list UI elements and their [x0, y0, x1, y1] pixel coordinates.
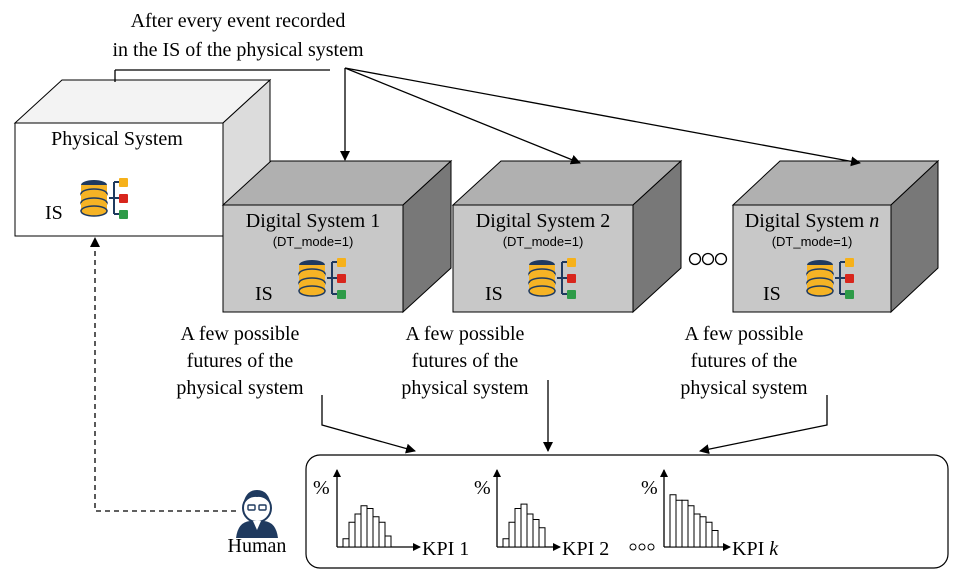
physical-is-label: IS [45, 202, 63, 224]
svg-text:A few possible: A few possible [406, 323, 525, 345]
digital-system-2-is-label: IS [485, 283, 503, 305]
kpi-k-label: KPI k [732, 538, 779, 560]
physical-system-title: Physical System [51, 128, 183, 150]
digital-system-1-is-label: IS [255, 283, 273, 305]
digital-system-1-title: Digital System 1 [246, 210, 380, 232]
svg-text:physical system: physical system [401, 377, 529, 399]
histogram-bar [378, 521, 386, 548]
digital-system-1-database-icon [298, 257, 347, 300]
digital-system-n-mode: (DT_mode=1) [772, 234, 853, 249]
arrow-dsn-to-kpi [699, 395, 828, 455]
kpi-histogram-2: % KPI 2 [474, 469, 609, 560]
histogram-bar [669, 494, 677, 548]
histogram-bar [342, 538, 350, 548]
arrow-to-dsn [344, 67, 861, 167]
kpi-container [305, 454, 949, 569]
svg-text:A few possible: A few possible [685, 323, 804, 345]
histogram-bar [360, 505, 368, 548]
digital-system-2-title: Digital System 2 [476, 210, 610, 232]
kpi-1-bars [342, 505, 392, 548]
histogram-bar [372, 516, 380, 548]
histogram-bar [687, 505, 695, 548]
futures-text-1: A few possible futures of the physical s… [176, 323, 304, 399]
histogram-bar [699, 516, 707, 548]
histogram-bar [514, 508, 522, 548]
histogram-bar [532, 519, 540, 548]
digital-system-2-database-icon [528, 257, 577, 300]
histogram-bar [693, 513, 701, 548]
histogram-bar [520, 503, 528, 548]
kpi-k-ylabel: % [641, 477, 658, 499]
ellipsis-dots [688, 252, 728, 266]
physical-is-database-icon [80, 177, 129, 220]
digital-system-n-database-icon [806, 257, 855, 300]
kpi-2-label: KPI 2 [562, 538, 609, 560]
histogram-bar [675, 499, 683, 548]
histogram-bar [366, 508, 374, 548]
human-label: Human [228, 535, 287, 557]
event-arrows [114, 67, 861, 167]
svg-text:physical system: physical system [680, 377, 808, 399]
futures-arrows [321, 380, 828, 455]
histogram-bar [502, 538, 510, 548]
futures-text-n: A few possible futures of the physical s… [680, 323, 808, 399]
kpi-ellipsis-dots [629, 543, 655, 551]
human-icon [236, 490, 278, 538]
digital-system-n-is-label: IS [763, 283, 781, 305]
human-feedback-arrow [90, 237, 236, 512]
histogram-bar [354, 513, 362, 548]
digital-system-1-mode: (DT_mode=1) [273, 234, 354, 249]
caption-line-1: After every event recorded [131, 10, 346, 32]
digital-system-n-box: Digital System n (DT_mode=1) IS [731, 159, 940, 314]
histogram-bar [508, 521, 516, 548]
digital-system-n-title: Digital System n [745, 210, 879, 232]
kpi-histogram-1: % KPI 1 [313, 469, 469, 560]
arrow-to-ds2 [344, 67, 581, 165]
svg-text:physical system: physical system [176, 377, 304, 399]
kpi-k-bars [669, 494, 719, 548]
digital-system-1-box: Digital System 1 (DT_mode=1) IS [221, 159, 453, 314]
svg-text:futures of the: futures of the [691, 350, 798, 372]
digital-system-2-mode: (DT_mode=1) [503, 234, 584, 249]
histogram-bar [384, 535, 392, 548]
histogram-bar [705, 521, 713, 548]
svg-text:A few possible: A few possible [181, 323, 300, 345]
physical-system-box: Physical System IS [13, 78, 272, 238]
histogram-bar [526, 513, 534, 548]
svg-text:futures of the: futures of the [412, 350, 519, 372]
histogram-bar [538, 527, 546, 548]
digital-system-2-box: Digital System 2 (DT_mode=1) IS [451, 159, 683, 314]
kpi-1-label: KPI 1 [422, 538, 469, 560]
kpi-histogram-k: % KPI k [641, 469, 779, 560]
svg-text:futures of the: futures of the [187, 350, 294, 372]
caption-line-2: in the IS of the physical system [112, 39, 364, 61]
histogram-bar [348, 521, 356, 548]
histogram-bar [681, 499, 689, 548]
kpi-2-ylabel: % [474, 477, 491, 499]
arrow-ds1-to-kpi [321, 395, 416, 454]
histogram-bar [711, 530, 719, 548]
futures-text-2: A few possible futures of the physical s… [401, 323, 529, 399]
kpi-2-bars [502, 503, 546, 548]
kpi-1-ylabel: % [313, 477, 330, 499]
